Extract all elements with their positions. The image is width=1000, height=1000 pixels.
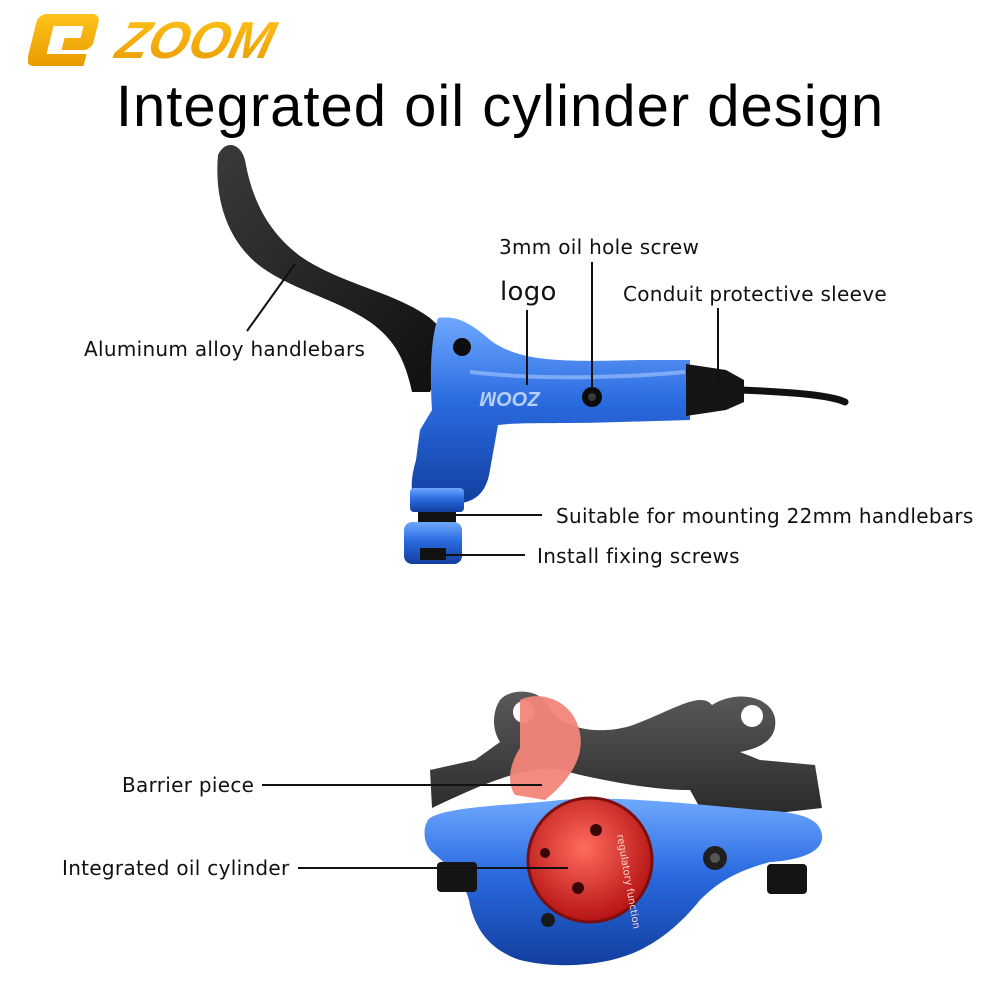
brake-caliper: regulatory function <box>424 691 823 966</box>
lever-blade <box>217 144 452 392</box>
fixing-screw-icon <box>420 548 446 560</box>
label-fixing-screws: Install fixing screws <box>537 544 740 568</box>
logo-mark-icon: ZOOM <box>28 12 282 70</box>
engraved-logo: ZOOM <box>479 387 541 409</box>
barrier-piece <box>510 696 581 800</box>
label-oil-hole-screw: 3mm oil hole screw <box>499 235 700 259</box>
clamp-upper <box>410 488 464 512</box>
brake-lever: ZOOM <box>217 144 849 564</box>
lever-leader-lines <box>246 262 719 556</box>
label-barrier-piece: Barrier piece <box>122 773 255 797</box>
label-logo: logo <box>500 277 557 307</box>
mount-spacer-right <box>767 864 807 894</box>
caliper-pin-icon <box>541 913 555 927</box>
logo-wordmark: ZOOM <box>109 12 282 70</box>
clamp-lower <box>404 522 462 564</box>
master-cylinder-body <box>411 317 690 505</box>
label-integrated-oil-cylinder: Integrated oil cylinder <box>62 856 290 880</box>
zoom-logo: ZOOM <box>28 12 282 70</box>
page-title: Integrated oil cylinder design <box>115 74 885 139</box>
brake-hose <box>736 386 849 406</box>
label-conduit-sleeve: Conduit protective sleeve <box>623 282 887 306</box>
clamp-bolt <box>418 512 456 524</box>
caliper-leader-lines <box>262 784 568 869</box>
label-mounting-22mm: Suitable for mounting 22mm handlebars <box>556 504 974 528</box>
adapter-bracket <box>430 691 822 815</box>
mount-spacer-left <box>437 862 477 892</box>
lever-pivot-icon <box>453 338 471 356</box>
label-aluminum-handlebars: Aluminum alloy handlebars <box>84 337 366 361</box>
conduit-sleeve <box>686 364 744 416</box>
oil-cylinder-cap <box>528 798 652 922</box>
